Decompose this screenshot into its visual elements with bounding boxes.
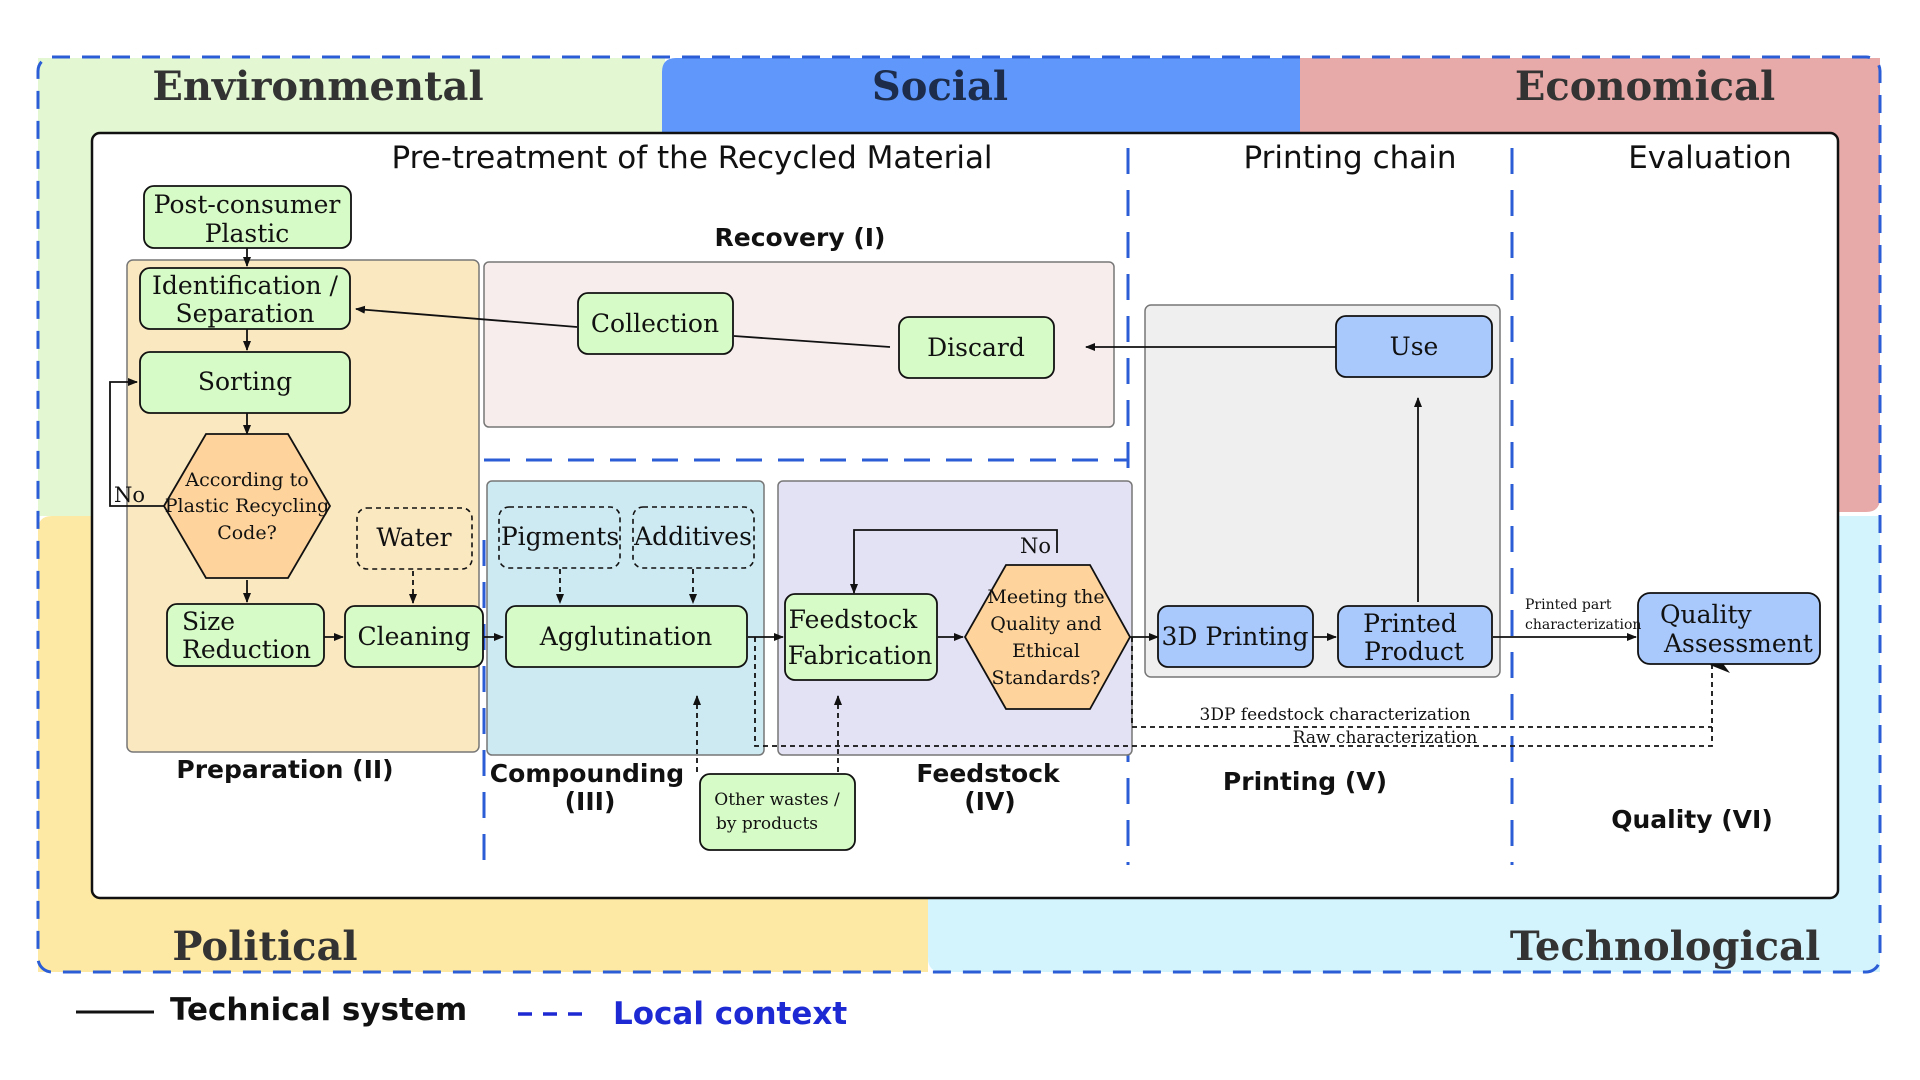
edge-decision2-no-loop <box>850 529 1058 594</box>
printing-panel <box>1144 304 1501 678</box>
node-water-label: Water <box>376 523 451 552</box>
node-use-label: Use <box>1390 332 1439 361</box>
edge-decision-no-loop <box>109 378 164 507</box>
edge-raw-characterization <box>754 637 1730 747</box>
node-agglutination: Agglutination <box>505 605 748 668</box>
node-cleaning: Cleaning <box>344 605 484 668</box>
node-printed-product-label-1: Printed <box>1363 609 1457 638</box>
legend: Technical system Local context <box>76 992 847 1032</box>
node-other-wastes: Other wastes / by products <box>699 773 856 851</box>
local-context-boundary <box>36 55 1882 974</box>
quadrant-label-economical: Economical <box>1515 63 1775 110</box>
node-identification-separation: Identification / Separation <box>139 267 351 330</box>
edge-label-no-left: No <box>114 483 145 507</box>
node-other-wastes-label-2: by products <box>716 814 818 834</box>
node-decision2-label-3: Ethical <box>1012 640 1080 662</box>
node-additives: Additives <box>632 506 755 569</box>
node-discard-label: Discard <box>927 333 1025 362</box>
node-decision2-label-2: Quality and <box>990 613 1101 635</box>
node-decision-recycling-code: According to Plastic Recycling Code? <box>162 433 332 579</box>
edge-feedstock-characterization <box>1131 637 1712 728</box>
stage-label-preparation: Preparation (II) <box>176 755 393 784</box>
node-agglutination-label: Agglutination <box>539 622 712 651</box>
node-discard: Discard <box>898 316 1055 379</box>
stage-label-recovery: Recovery (I) <box>715 223 886 252</box>
node-feedstock-fab-label-1: Feedstock <box>789 605 919 634</box>
node-quality-assessment: Quality Assessment <box>1637 592 1821 665</box>
node-sorting: Sorting <box>139 351 351 414</box>
legend-technical-label: Technical system <box>170 992 467 1028</box>
node-decision1-label-1: According to <box>184 469 308 491</box>
node-other-wastes-label-1: Other wastes / <box>714 790 840 810</box>
edge-label-no-top: No <box>1020 534 1051 558</box>
node-additives-label: Additives <box>633 522 752 551</box>
node-decision1-label-3: Code? <box>217 522 277 544</box>
node-size-reduction: Size Reduction <box>166 603 325 667</box>
stage-label-compounding: Compounding <box>490 759 684 788</box>
node-identification-label-2: Separation <box>176 299 315 328</box>
node-printed-product: Printed Product <box>1337 605 1493 668</box>
edge-discard-to-collection <box>733 335 891 348</box>
node-identification-label-1: Identification / <box>152 271 339 300</box>
node-size-reduction-label-1: Size <box>182 607 235 636</box>
legend-local-label: Local context <box>613 996 847 1032</box>
node-post-consumer-label-1: Post-consumer <box>154 190 341 219</box>
quadrant-label-social: Social <box>872 63 1008 110</box>
node-pigments-label: Pigments <box>501 522 619 551</box>
section-title-evaluation: Evaluation <box>1628 140 1792 176</box>
node-sorting-label: Sorting <box>198 367 292 396</box>
edge-label-printed-part-2: characterization <box>1525 617 1641 633</box>
node-decision2-label-4: Standards? <box>992 667 1101 689</box>
node-collection-label: Collection <box>591 309 719 338</box>
stage-label-quality: Quality (VI) <box>1611 805 1773 834</box>
stage-label-compounding-number: (III) <box>565 787 616 816</box>
section-title-printing-chain: Printing chain <box>1243 140 1456 176</box>
edge-label-raw-char: Raw characterization <box>1293 728 1478 748</box>
stage-label-feedstock-number: (IV) <box>964 787 1016 816</box>
edge-label-feedstock-char: 3DP feedstock characterization <box>1200 705 1471 725</box>
node-pigments: Pigments <box>498 506 621 569</box>
node-cleaning-label: Cleaning <box>357 622 470 651</box>
edge-collection-to-identification <box>355 305 578 328</box>
node-quality-assessment-label-2: Assessment <box>1663 629 1813 658</box>
node-printed-product-label-2: Product <box>1364 637 1464 666</box>
stage-label-feedstock: Feedstock <box>916 759 1061 788</box>
node-water: Water <box>356 507 473 570</box>
stage-label-printing: Printing (V) <box>1223 767 1387 796</box>
edge-label-printed-part-1: Printed part <box>1525 597 1612 613</box>
node-size-reduction-label-2: Reduction <box>182 635 311 664</box>
node-quality-assessment-label-1: Quality <box>1660 600 1753 629</box>
node-3d-printing-label: 3D Printing <box>1162 622 1309 651</box>
node-3d-printing: 3D Printing <box>1157 605 1314 668</box>
node-decision2-label-1: Meeting the <box>987 586 1104 608</box>
section-title-pretreatment: Pre-treatment of the Recycled Material <box>391 140 992 176</box>
node-decision1-label-2: Plastic Recycling <box>165 495 329 517</box>
quadrant-label-environmental: Environmental <box>152 63 483 110</box>
node-post-consumer-plastic: Post-consumer Plastic <box>143 185 352 249</box>
node-feedstock-fabrication: Feedstock Fabrication <box>784 593 938 681</box>
connectors <box>109 248 1730 772</box>
node-use: Use <box>1335 315 1493 378</box>
quadrant-label-technological: Technological <box>1510 923 1820 970</box>
node-decision-quality-standards: Meeting the Quality and Ethical Standard… <box>963 564 1132 710</box>
node-feedstock-fab-label-2: Fabrication <box>788 641 933 670</box>
quadrant-label-political: Political <box>172 923 357 970</box>
node-collection: Collection <box>577 292 734 355</box>
node-post-consumer-label-2: Plastic <box>205 219 290 248</box>
